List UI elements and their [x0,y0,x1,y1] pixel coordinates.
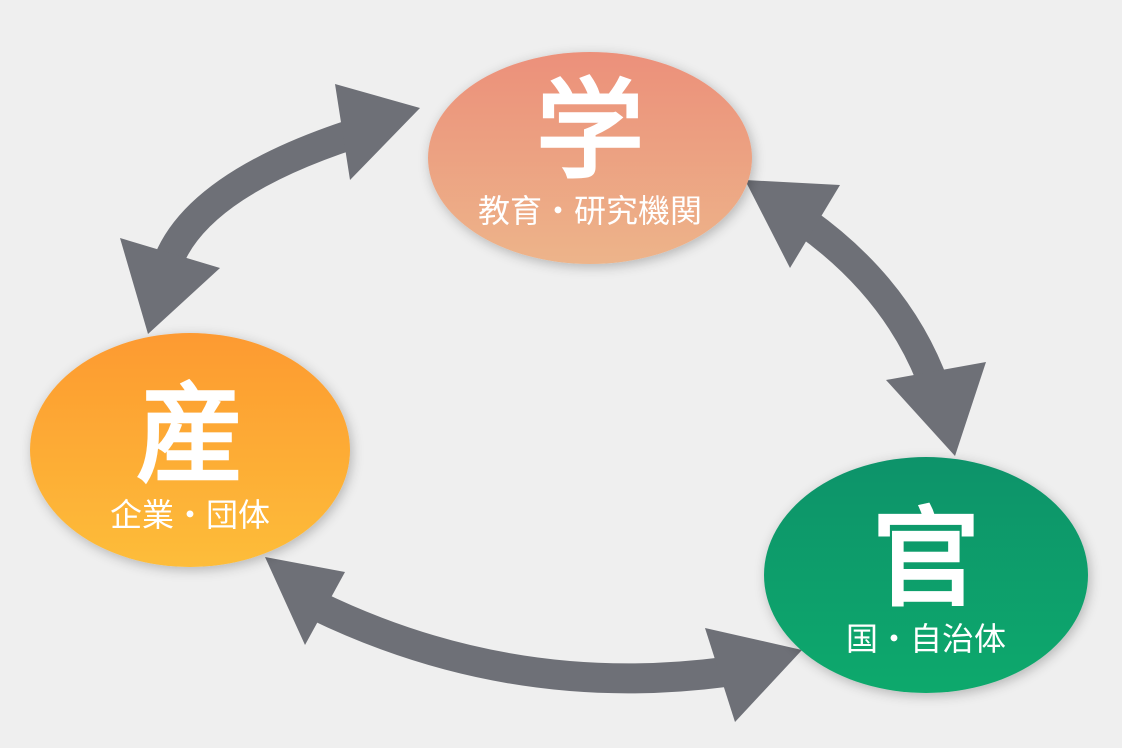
node-kan-subtitle: 国・自治体 [846,620,1006,658]
arrow-head-icon [265,557,345,645]
arrow-gaku-san [120,84,420,334]
node-gaku-title: 学 [536,69,644,194]
arrow-head-icon [705,628,802,722]
arrow-head-icon [745,180,840,268]
arrow-san-kan [265,557,802,722]
node-kan: 官 国・自治体 [764,457,1088,693]
node-san-ellipse [30,333,350,567]
arrow-gaku-kan-shaft [796,209,950,394]
node-san-subtitle: 企業・団体 [110,496,270,534]
arrow-san-kan-shaft [308,591,727,694]
arrow-gaku-san-shaft [154,113,377,268]
arrow-gaku-kan [745,180,986,456]
node-san: 産 企業・団体 [30,333,350,567]
node-gaku: 学 教育・研究機関 [428,52,752,264]
node-gaku-subtitle: 教育・研究機関 [478,192,702,230]
arrow-head-icon [120,238,220,334]
node-san-title: 産 [136,373,244,498]
node-gaku-ellipse [428,52,752,264]
arrow-head-icon [335,84,420,180]
node-kan-ellipse [764,457,1088,693]
node-kan-title: 官 [872,497,980,622]
arrow-head-icon [886,362,986,456]
